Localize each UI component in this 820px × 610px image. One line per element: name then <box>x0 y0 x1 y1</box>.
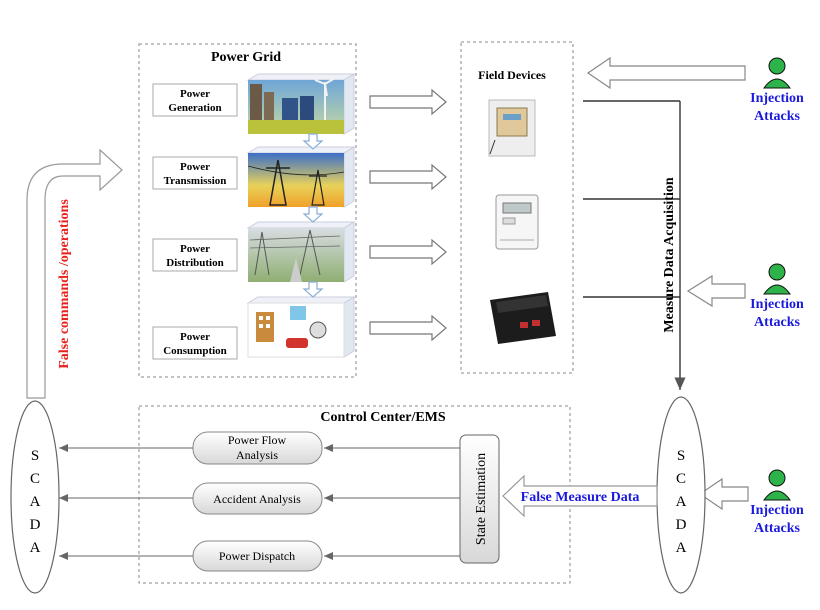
false-measure-arrow <box>502 474 658 518</box>
scada-letter: A <box>30 494 41 510</box>
scada-letter: A <box>676 494 687 510</box>
distribution-image <box>246 221 356 283</box>
consumption-image <box>246 296 356 358</box>
grid-to-devices-arrows <box>369 88 447 342</box>
scada-letter: D <box>30 517 41 533</box>
attacker-3: Injection Attacks <box>750 469 804 536</box>
scada-letter: A <box>676 540 687 556</box>
control-center-box <box>138 405 571 584</box>
attack-label-line2: Attacks <box>754 109 800 124</box>
stage-label-line1: Power <box>180 88 210 100</box>
scada-letter: C <box>676 471 686 487</box>
module-power-flow: Power Flow Analysis <box>192 431 323 465</box>
attack-label-line2: Attacks <box>754 315 800 330</box>
module-label-line1: Accident Analysis <box>213 492 301 506</box>
smart-meter-icon <box>495 194 539 250</box>
module-label-line2: Analysis <box>236 448 278 462</box>
sensor-device-icon <box>488 99 536 157</box>
attack-label-line1: Injection <box>750 503 804 518</box>
attack-arrows <box>586 56 749 511</box>
attacker-person-icon <box>768 263 786 281</box>
stage-consumption: Power Consumption <box>152 326 238 360</box>
control-center-arrows <box>59 444 460 560</box>
stage-label-line1: Power <box>180 161 210 173</box>
stage-transmission: Power Transmission <box>152 156 238 190</box>
false-measure-label: False Measure Data <box>521 490 640 505</box>
attack-label-line1: Injection <box>750 91 804 106</box>
module-power-dispatch: Power Dispatch <box>192 540 323 572</box>
attacker-person-icon <box>768 469 786 487</box>
power-grid-box <box>138 43 357 378</box>
scada-right: S C A D A <box>656 396 706 594</box>
false-commands-arrow <box>26 148 123 399</box>
scada-left: S C A D A <box>10 400 60 594</box>
attack-label-line1: Injection <box>750 297 804 312</box>
stage-distribution: Power Distribution <box>152 238 238 272</box>
scada-letter: A <box>30 540 41 556</box>
stage-down-arrows <box>302 133 324 298</box>
state-estimation-label: State Estimation <box>474 453 489 545</box>
measure-data-label: Measure Data Acquisition <box>662 177 677 333</box>
state-estimation-box: State Estimation <box>459 434 500 564</box>
generation-image <box>246 73 356 135</box>
stage-label-line2: Transmission <box>164 175 227 187</box>
field-devices-box <box>460 41 574 374</box>
false-commands-label: False commands /operations <box>57 199 72 369</box>
attack-label-line2: Attacks <box>754 521 800 536</box>
scada-letter: S <box>677 448 685 464</box>
attacker-1: Injection Attacks <box>750 57 804 124</box>
control-center-title: Control Center/EMS <box>320 410 446 425</box>
module-label-line1: Power Dispatch <box>219 549 295 563</box>
device-connection-lines <box>583 100 686 390</box>
field-devices-title: Field Devices <box>478 68 546 82</box>
transmission-image <box>246 146 356 208</box>
scada-letter: C <box>30 471 40 487</box>
controller-device-icon <box>490 292 556 344</box>
stage-label-line2: Consumption <box>163 345 227 357</box>
stage-generation: Power Generation <box>152 83 238 117</box>
attacker-person-icon <box>768 57 786 75</box>
attacker-2: Injection Attacks <box>750 263 804 330</box>
scada-letter: D <box>676 517 687 533</box>
stage-label-line1: Power <box>180 243 210 255</box>
stage-label-line2: Generation <box>168 102 221 114</box>
stage-label-line1: Power <box>180 331 210 343</box>
stage-label-line2: Distribution <box>166 257 223 269</box>
scada-letter: S <box>31 448 39 464</box>
module-label-line1: Power Flow <box>228 433 287 447</box>
power-grid-title: Power Grid <box>211 50 281 65</box>
module-accident-analysis: Accident Analysis <box>192 482 323 515</box>
